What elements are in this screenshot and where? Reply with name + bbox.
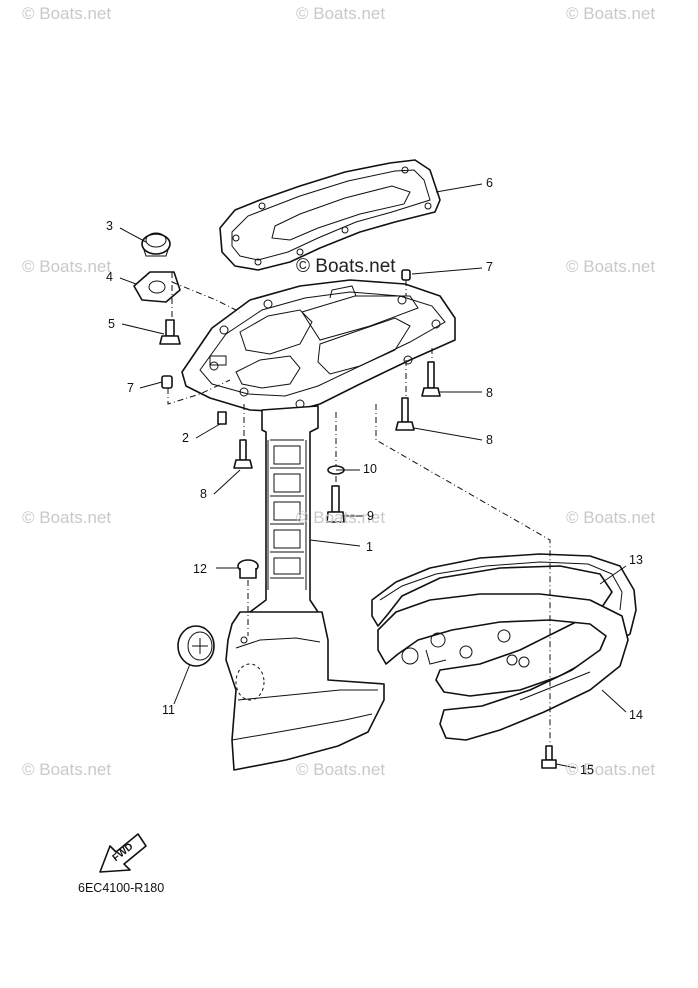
- part-12-plug[interactable]: [237, 559, 259, 579]
- callout-5[interactable]: 5: [108, 317, 115, 331]
- callout-1[interactable]: 1: [366, 540, 373, 554]
- part-4-plate[interactable]: [133, 271, 181, 303]
- callout-8[interactable]: 8: [200, 487, 207, 501]
- callout-3[interactable]: 3: [106, 219, 113, 233]
- diagram-code: 6EC4100-R180: [78, 881, 165, 895]
- watermark: © Boats.net: [566, 257, 656, 276]
- callout-8[interactable]: 8: [486, 386, 493, 400]
- part-9-bolt[interactable]: [326, 485, 345, 523]
- callout-10[interactable]: 10: [363, 462, 377, 476]
- part-11-plug[interactable]: [177, 625, 215, 667]
- callout-2[interactable]: 2: [182, 431, 189, 445]
- watermark: © Boats.net: [22, 508, 112, 527]
- callout-14[interactable]: 14: [629, 708, 643, 722]
- part-1-lower-housing[interactable]: [225, 611, 385, 771]
- watermark: © Boats.net: [22, 257, 112, 276]
- part-8-bolt[interactable]: [233, 361, 441, 469]
- part-15-screw[interactable]: [541, 745, 557, 769]
- watermark: © Boats.net: [296, 256, 396, 277]
- callout-11[interactable]: 11: [162, 703, 175, 717]
- upper-casing-body[interactable]: [181, 279, 456, 413]
- callout-8[interactable]: 8: [486, 433, 493, 447]
- part-14-bottom-plate[interactable]: [377, 593, 629, 741]
- callout-12[interactable]: 12: [193, 562, 207, 576]
- watermark: © Boats.net: [22, 760, 112, 779]
- watermark: © Boats.net: [296, 4, 386, 23]
- callout-7[interactable]: 7: [127, 381, 134, 395]
- watermark: © Boats.net: [296, 508, 386, 527]
- fwd-arrow-icon: [99, 833, 147, 873]
- callout-9[interactable]: 9: [367, 509, 374, 523]
- watermark: © Boats.net: [566, 760, 656, 779]
- callout-6[interactable]: 6: [486, 176, 493, 190]
- part-2-screw[interactable]: [217, 411, 227, 425]
- part-6-gasket[interactable]: [219, 159, 441, 271]
- watermark: © Boats.net: [566, 4, 656, 23]
- leader-lines: [119, 183, 627, 769]
- part-5-bolt[interactable]: [159, 319, 181, 345]
- callout-4[interactable]: 4: [106, 270, 113, 284]
- assembly-lines: [167, 272, 551, 746]
- watermark: © Boats.net: [296, 760, 386, 779]
- part-13-seal[interactable]: [371, 553, 637, 697]
- watermark: © Boats.net: [22, 4, 112, 23]
- callout-13[interactable]: 13: [629, 553, 643, 567]
- watermark: © Boats.net: [566, 508, 656, 527]
- part-3-grommet[interactable]: [141, 232, 171, 257]
- callout-7[interactable]: 7: [486, 260, 493, 274]
- callout-15[interactable]: 15: [580, 763, 594, 777]
